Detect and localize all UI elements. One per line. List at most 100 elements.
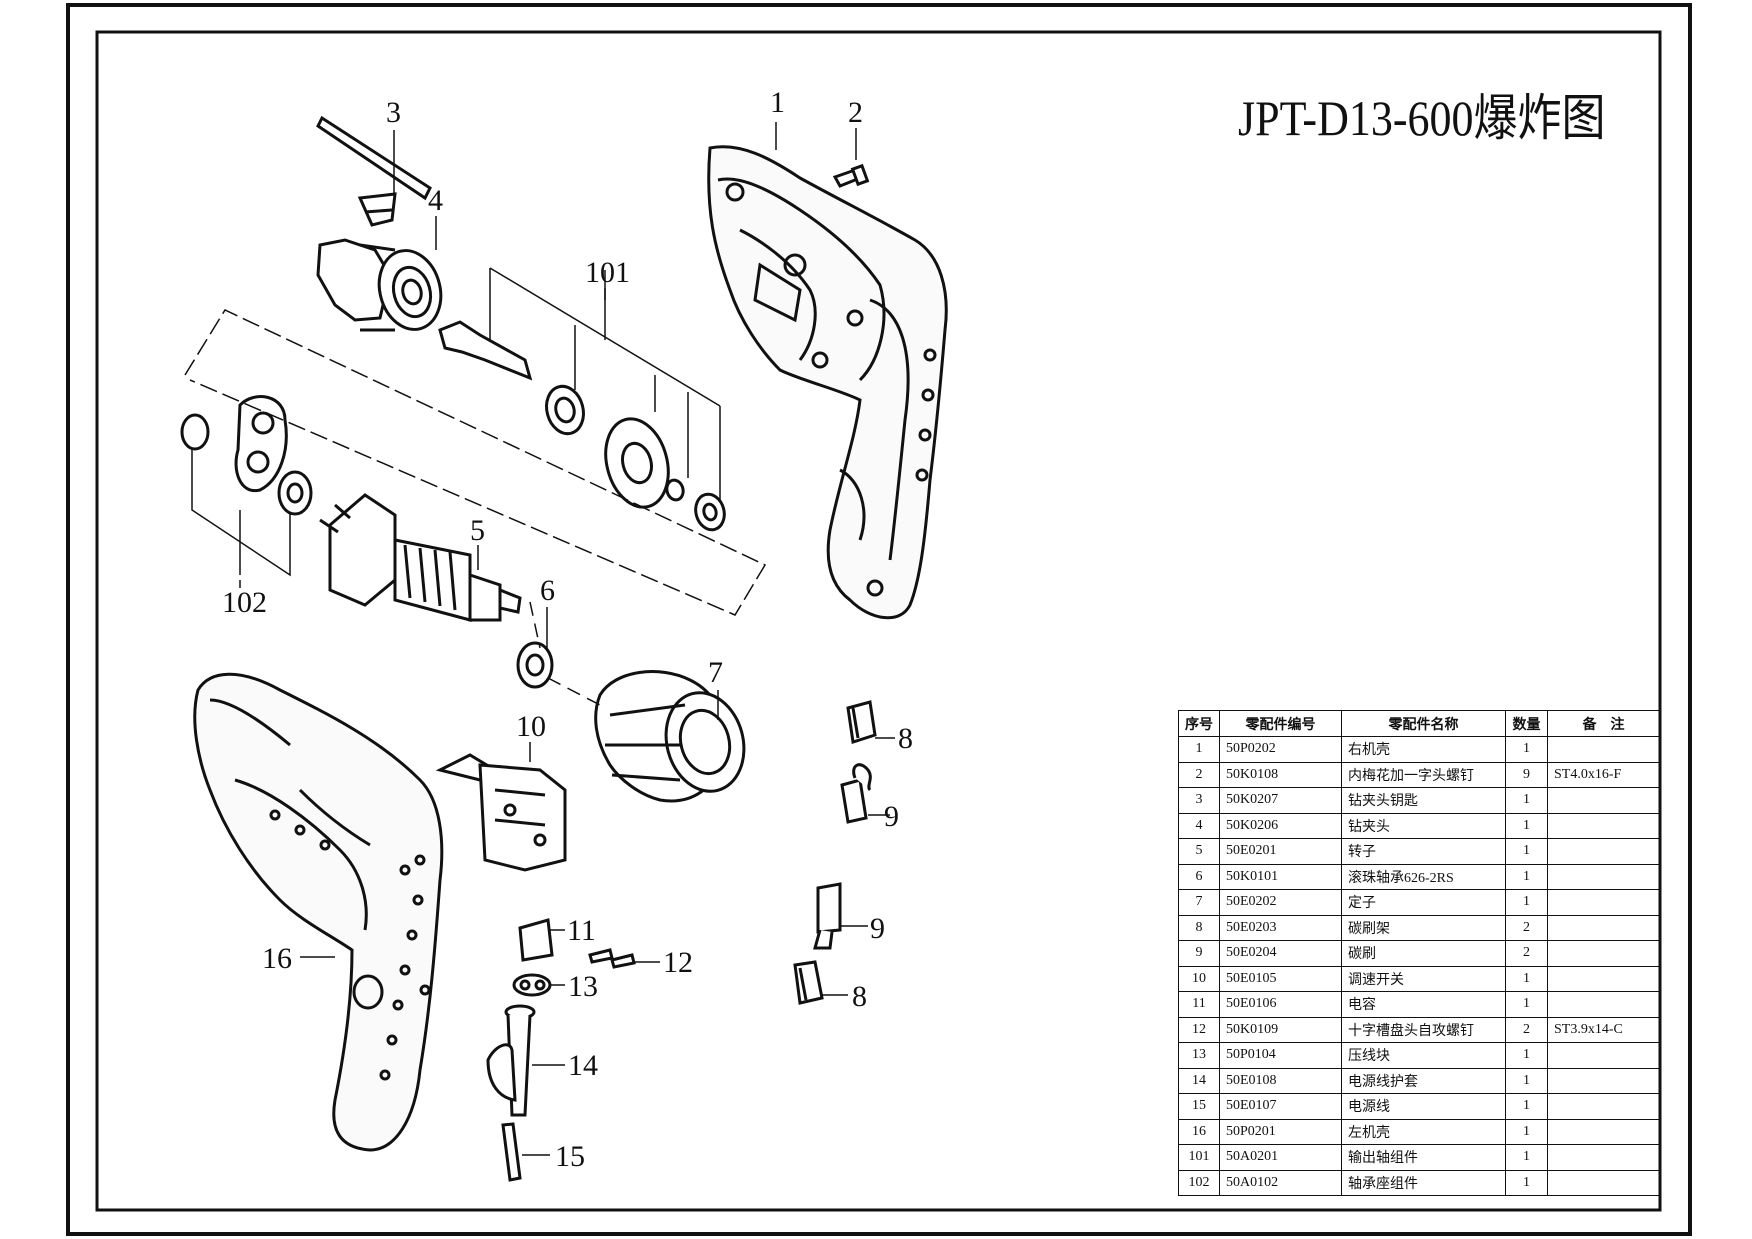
cell-quantity: 1 [1505,1169,1548,1196]
leader-lines [239,122,895,1156]
cell-part-name: 调速开关 [1341,965,1506,992]
callout-9-upper: 9 [884,800,899,833]
cell-seq-no: 4 [1178,812,1220,839]
cell-remarks: ST4.0x16-F [1547,761,1660,788]
cell-part-code: 50K0206 [1219,812,1342,839]
callout-3: 3 [386,96,401,129]
cell-quantity: 1 [1505,736,1548,763]
callout-10: 10 [516,710,546,743]
cell-seq-no: 1 [1178,736,1220,763]
part-9-brush-lower [813,882,842,950]
cell-part-name: 钻夹头 [1341,812,1506,839]
cell-part-name: 转子 [1341,838,1506,865]
cell-remarks [1547,1118,1660,1145]
callout-4: 4 [428,184,443,217]
callout-15: 15 [555,1140,585,1173]
cell-remarks [1547,991,1660,1018]
cell-remarks [1547,940,1660,967]
cell-quantity: 1 [1505,1118,1548,1145]
part-2-screw [832,163,870,188]
cell-part-code: 50E0203 [1219,914,1342,941]
cell-part-code: 50E0201 [1219,838,1342,865]
cell-part-code: 50E0105 [1219,965,1342,992]
callout-101: 101 [585,256,630,289]
cell-part-code: 50P0202 [1219,736,1342,763]
cell-part-name: 输出轴组件 [1341,1144,1506,1171]
header-part-code: 零配件编号 [1219,710,1342,737]
cell-part-code: 50K0109 [1219,1016,1342,1043]
cell-remarks [1547,965,1660,992]
cell-quantity: 1 [1505,838,1548,865]
cell-remarks [1547,1042,1660,1069]
cell-remarks [1547,736,1660,763]
cell-remarks [1547,812,1660,839]
cell-part-name: 内梅花加一字头螺钉 [1341,761,1506,788]
part-6-bearing [516,641,554,689]
cell-part-code: 50A0201 [1219,1144,1342,1171]
cell-part-name: 碳刷 [1341,940,1506,967]
cell-part-code: 50K0207 [1219,787,1342,814]
callout-12: 12 [663,946,693,979]
cell-quantity: 9 [1505,761,1548,788]
part-8-brush-holder-upper [846,700,877,744]
cell-part-name: 钻夹头钥匙 [1341,787,1506,814]
header-remarks: 备 注 [1547,710,1660,737]
cell-part-name: 十字槽盘头自攻螺钉 [1341,1016,1506,1043]
cell-part-code: 50E0108 [1219,1067,1342,1094]
part-8-brush-holder-lower [793,960,824,1005]
cell-part-name: 电容 [1341,991,1506,1018]
callout-5: 5 [470,514,485,547]
part-102-bearing-seat-assembly [180,395,313,516]
callout-2: 2 [848,96,863,129]
part-1-right-housing [707,145,948,620]
cell-remarks [1547,863,1660,890]
cell-seq-no: 12 [1178,1016,1220,1043]
part-15-power-cord [501,1122,522,1182]
cell-seq-no: 8 [1178,914,1220,941]
callout-14: 14 [568,1049,598,1082]
cell-remarks [1547,1093,1660,1120]
cell-part-code: 50P0104 [1219,1042,1342,1069]
part-16-left-housing [193,672,444,1152]
cell-part-name: 右机壳 [1341,736,1506,763]
part-9-brush-upper [840,763,872,824]
cell-quantity: 2 [1505,940,1548,967]
cell-seq-no: 102 [1178,1169,1220,1196]
cell-remarks [1547,787,1660,814]
cell-quantity: 1 [1505,812,1548,839]
cell-remarks [1547,914,1660,941]
cell-remarks [1547,1169,1660,1196]
cell-remarks [1547,838,1660,865]
cell-quantity: 1 [1505,1067,1548,1094]
cell-quantity: 1 [1505,1093,1548,1120]
cell-remarks [1547,1067,1660,1094]
cell-seq-no: 7 [1178,889,1220,916]
header-quantity: 数量 [1505,710,1548,737]
header-seq-no: 序号 [1178,710,1220,737]
cell-seq-no: 101 [1178,1144,1220,1171]
part-5-rotor [319,493,522,622]
cell-part-code: 50E0106 [1219,991,1342,1018]
cell-seq-no: 2 [1178,761,1220,788]
cell-part-code: 50E0202 [1219,889,1342,916]
part-10-switch [435,753,567,872]
cell-part-name: 轴承座组件 [1341,1169,1506,1196]
part-7-stator [594,670,746,803]
callout-101-bracket [489,267,721,500]
cell-part-code: 50A0102 [1219,1169,1342,1196]
cell-part-name: 定子 [1341,889,1506,916]
part-4-chuck [316,238,443,332]
part-13-cable-clamp [512,973,552,997]
